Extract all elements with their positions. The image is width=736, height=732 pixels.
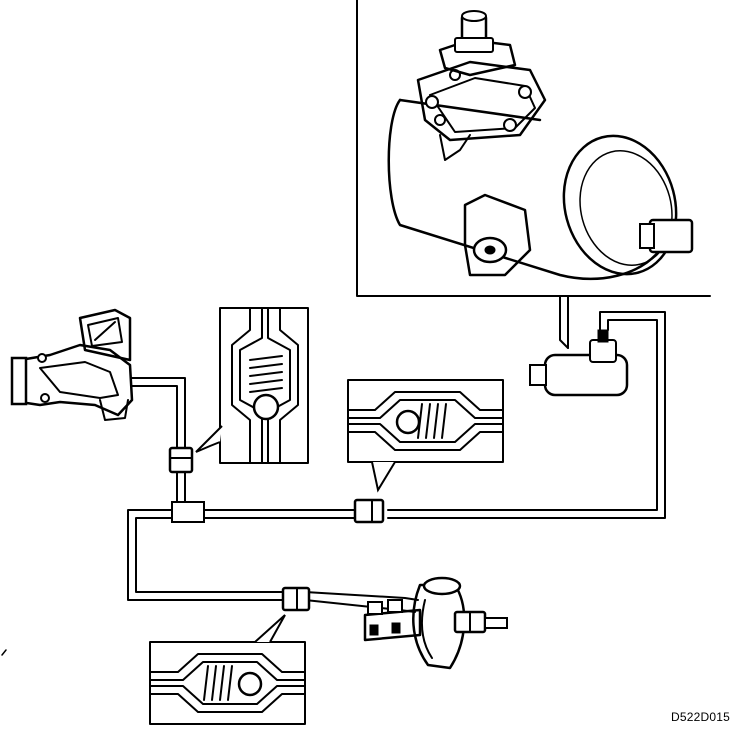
callout-box-vertical (219, 307, 309, 464)
callout-check-valve-booster (149, 614, 306, 725)
callout-box-booster (149, 641, 306, 725)
tee-junction (171, 501, 205, 523)
check-valve-vertical (168, 446, 194, 474)
inset-frame (356, 0, 711, 297)
pump-cylinder-outline (387, 98, 662, 281)
hose-booster-outer (127, 509, 286, 601)
inset-leader-line (559, 295, 569, 349)
brake-booster (363, 576, 508, 670)
valve-ball-booster (237, 671, 263, 697)
pump-electrical-connector (648, 218, 694, 254)
vacuum-pump-inset (356, 0, 711, 297)
vacuum-pump-drawing (387, 10, 694, 281)
hose-manifold-outer (131, 377, 186, 451)
valve-ball-vertical (252, 393, 280, 421)
hose-manifold-inner (131, 385, 178, 451)
check-valve-horizontal-right (353, 498, 385, 524)
hose-pump-outer (387, 311, 666, 519)
pump-mounting-bracket (463, 193, 532, 277)
callout-check-valve-vertical (195, 307, 309, 464)
vacuum-pump-small (529, 329, 629, 397)
pump-flange (416, 60, 547, 142)
check-valve-booster-line (281, 586, 311, 612)
throttle-body (78, 308, 132, 362)
callout-box-horizontal (347, 379, 504, 463)
edge-mark (1, 649, 7, 656)
figure-code-label: D522D015 (671, 710, 730, 724)
callout-check-valve-horizontal (347, 379, 504, 493)
hose-pump-inner (387, 319, 658, 511)
hose-booster-inner (135, 517, 286, 593)
valve-ball-horizontal (395, 409, 421, 435)
intake-manifold (10, 308, 134, 421)
pump-end-cap (562, 134, 678, 276)
